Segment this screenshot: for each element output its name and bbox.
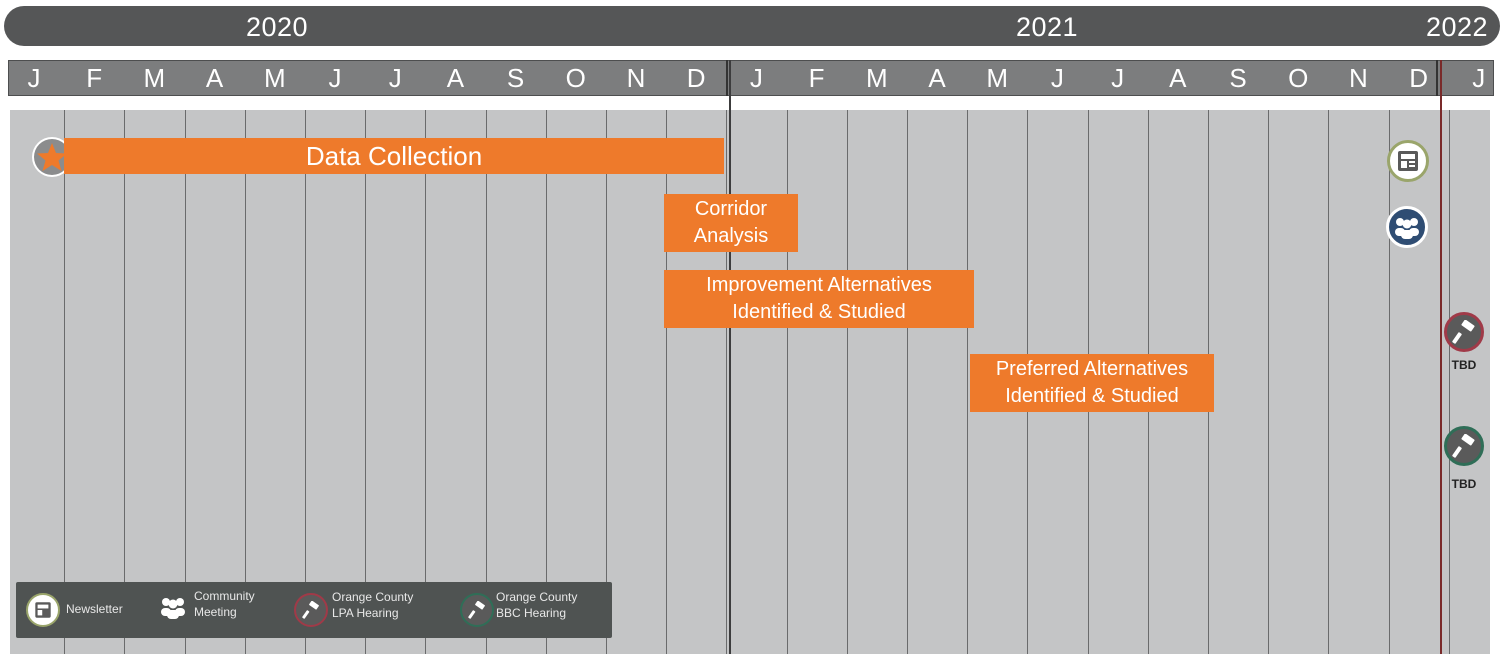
community-meeting-icon <box>161 598 185 619</box>
month-label: A <box>446 63 465 93</box>
month-year-divider <box>726 60 728 96</box>
legend-label-line: Orange County <box>496 590 578 604</box>
month-header-bar <box>8 60 1494 96</box>
month-grid-line <box>305 110 306 654</box>
month-label: S <box>1229 63 1247 93</box>
legend-newsletter-label: Newsletter <box>66 602 123 616</box>
month-label: D <box>686 63 706 93</box>
newsletter-milestone <box>1387 140 1429 182</box>
month-grid-line <box>124 110 126 654</box>
task-data-collection: Data Collection <box>64 138 724 174</box>
month-label: J <box>388 63 402 93</box>
month-label: M <box>986 63 1009 93</box>
month-grid-line <box>726 110 728 654</box>
month-label: N <box>1349 63 1368 93</box>
month-grid-line <box>1388 110 1390 654</box>
legend-bbc-hearing-icon <box>460 593 494 627</box>
legend-label-line: Community <box>194 589 255 603</box>
month-label: J <box>1111 63 1125 93</box>
month-label: M <box>143 63 166 93</box>
community-meeting-milestone <box>1386 206 1428 248</box>
month-year-divider <box>1436 60 1438 96</box>
month-label: J <box>27 63 41 93</box>
month-grid-line <box>545 110 547 654</box>
legend-community-meeting-icon <box>156 590 190 624</box>
legend-label-line: LPA Hearing <box>332 606 399 620</box>
month-label: J <box>749 63 763 93</box>
legend-label-line: Meeting <box>194 605 237 619</box>
month-grid-line <box>846 110 848 654</box>
star-icon <box>37 143 67 171</box>
task-improvement-alternatives: Improvement Alternatives Identified & St… <box>664 270 974 328</box>
month-label: D <box>1409 63 1428 93</box>
month-grid-line <box>365 110 367 654</box>
gavel-icon <box>302 601 319 619</box>
task-label-line: Improvement Alternatives <box>706 274 932 296</box>
month-grid-line <box>244 110 246 654</box>
month-label: S <box>506 63 525 93</box>
month-label: M <box>865 63 888 93</box>
tbd-label: TBD <box>1451 477 1477 491</box>
task-label-line: Corridor <box>694 198 768 220</box>
task-label-line: Identified & Studied <box>732 301 906 323</box>
task-label-line: Identified & Studied <box>1005 385 1179 407</box>
legend-lpa-hearing-icon <box>294 593 328 627</box>
newsletter-icon <box>1398 151 1418 171</box>
month-label: F <box>86 63 103 93</box>
month-label: J <box>1050 63 1064 93</box>
month-grid-line <box>184 110 186 654</box>
legend-bbc-hearing-label: Orange County BBC Hearing <box>496 589 577 621</box>
month-grid-line <box>64 110 66 654</box>
tbd-label: TBD <box>1451 358 1477 372</box>
task-corridor-analysis: Corridor Analysis <box>664 194 798 252</box>
month-grid-line <box>666 110 668 654</box>
month-grid-line <box>485 110 487 654</box>
month-label: J <box>328 63 342 93</box>
year-separator-line <box>1440 60 1442 654</box>
year-header-bar <box>4 6 1500 46</box>
month-label: A <box>205 63 224 93</box>
legend-newsletter-icon <box>26 593 60 627</box>
gavel-icon <box>1452 320 1475 344</box>
bbc-hearing-milestone <box>1444 426 1484 466</box>
month-label: O <box>1288 63 1309 93</box>
lpa-hearing-milestone <box>1444 312 1484 352</box>
month-label: A <box>928 63 946 93</box>
month-grid-line <box>1448 110 1450 654</box>
month-grid-line <box>1268 110 1270 654</box>
task-label: Data Collection <box>305 140 483 171</box>
month-grid-line <box>606 110 607 654</box>
month-grid-line <box>786 110 788 654</box>
month-grid-line <box>907 110 908 654</box>
gavel-icon <box>468 601 485 619</box>
legend-lpa-hearing-label: Orange County LPA Hearing <box>332 589 413 621</box>
newsletter-icon <box>35 602 51 618</box>
month-label: O <box>565 63 586 93</box>
month-label: M <box>263 63 286 93</box>
community-meeting-icon <box>1395 218 1419 239</box>
month-grid-line <box>1328 110 1330 654</box>
legend-label-line: Orange County <box>332 590 414 604</box>
task-label-line: Preferred Alternatives <box>995 358 1189 380</box>
task-preferred-alternatives: Preferred Alternatives Identified & Stud… <box>970 354 1214 412</box>
month-label: J <box>1472 63 1486 93</box>
year-label-2020: 2020 <box>246 12 309 42</box>
year-separator-line <box>729 60 731 654</box>
gavel-icon <box>1452 434 1475 458</box>
task-label-line: Analysis <box>693 225 769 247</box>
year-label-2022: 2022 <box>1426 12 1489 42</box>
legend-label-line: BBC Hearing <box>496 606 567 620</box>
month-label: N <box>626 63 646 93</box>
month-label: A <box>1169 63 1187 93</box>
month-label: F <box>808 63 825 93</box>
legend-community-meeting-label: Community Meeting <box>194 588 255 620</box>
month-grid-line <box>967 110 969 654</box>
month-grid-line <box>425 110 427 654</box>
year-label-2021: 2021 <box>1016 12 1079 42</box>
